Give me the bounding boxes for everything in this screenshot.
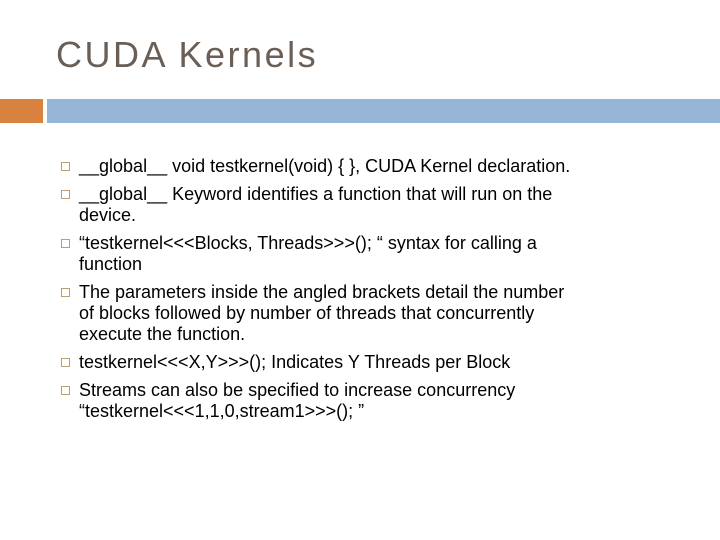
bullet-text: __global__ Keyword identifies a function… xyxy=(79,184,553,225)
accent-bar-orange xyxy=(0,99,43,123)
bullet-square-icon xyxy=(61,162,70,171)
accent-bar-blue xyxy=(47,99,720,123)
bullet-item: __global__ Keyword identifies a function… xyxy=(61,184,713,226)
bullet-item: “testkernel<<<Blocks, Threads>>>(); “ sy… xyxy=(61,233,713,275)
bullet-square-icon xyxy=(61,288,70,297)
bullet-text: The parameters inside the angled bracket… xyxy=(79,282,565,344)
bullet-text: testkernel<<<X,Y>>>(); Indicates Y Threa… xyxy=(79,352,511,372)
bullet-square-icon xyxy=(61,239,70,248)
bullet-item: testkernel<<<X,Y>>>(); Indicates Y Threa… xyxy=(61,352,713,373)
bullet-square-icon xyxy=(61,386,70,395)
bullet-item: __global__ void testkernel(void) { }, CU… xyxy=(61,156,713,177)
bullet-list: __global__ void testkernel(void) { }, CU… xyxy=(61,156,713,429)
page-title: CUDA Kernels xyxy=(56,34,319,75)
bullet-text: __global__ void testkernel(void) { }, CU… xyxy=(79,156,571,176)
bullet-text: “testkernel<<<Blocks, Threads>>>(); “ sy… xyxy=(79,233,537,274)
bullet-square-icon xyxy=(61,358,70,367)
bullet-square-icon xyxy=(61,190,70,199)
bullet-text: Streams can also be specified to increas… xyxy=(79,380,516,421)
bullet-item: Streams can also be specified to increas… xyxy=(61,380,713,422)
bullet-item: The parameters inside the angled bracket… xyxy=(61,282,713,345)
